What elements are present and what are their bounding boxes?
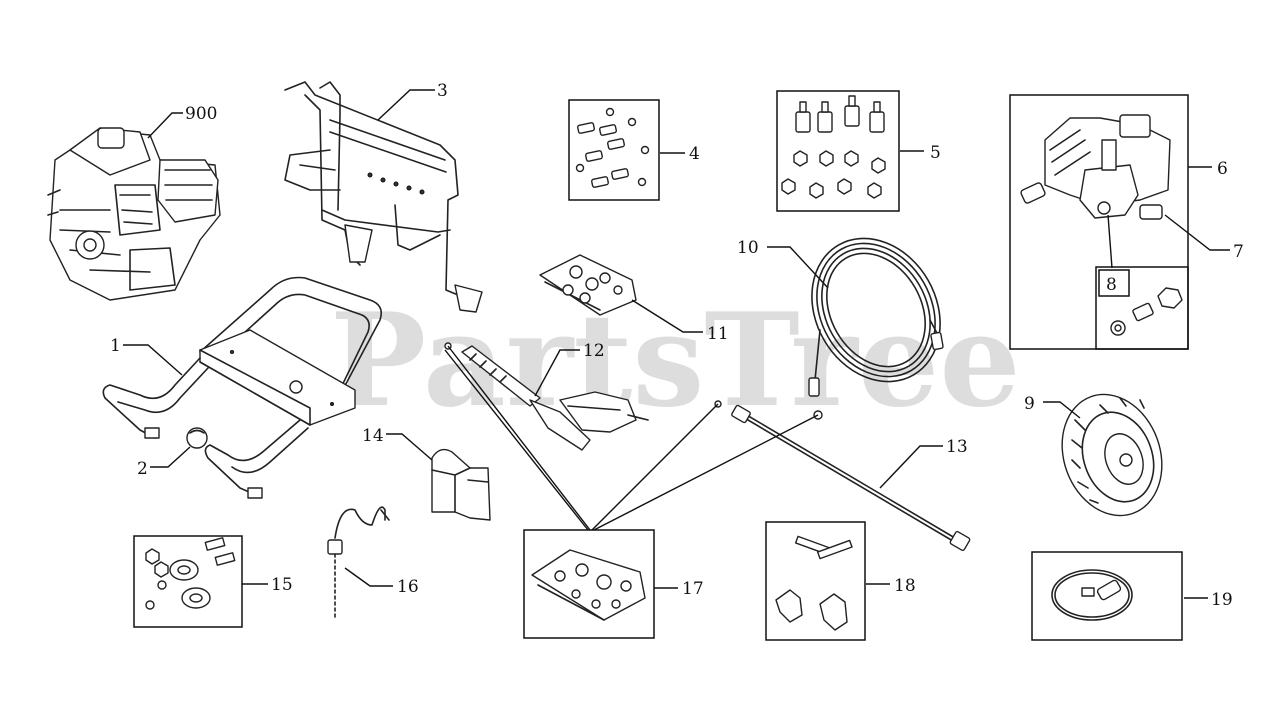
part-label-13[interactable]: 13 — [946, 437, 968, 457]
part-label-14[interactable]: 14 — [362, 426, 384, 446]
spray-gun-illustration[interactable] — [444, 342, 649, 451]
rubber-foot-illustration[interactable] — [186, 427, 208, 449]
handle-frame-illustration[interactable] — [284, 81, 483, 313]
watermark: PartsTree — [330, 286, 1021, 436]
part-label-12[interactable]: 12 — [583, 341, 605, 361]
part-label-9[interactable]: 9 — [1024, 394, 1035, 414]
engine-illustration[interactable] — [47, 127, 221, 301]
belt-kit-box[interactable] — [1031, 551, 1183, 641]
wheel-hardware-kit-box[interactable] — [133, 535, 243, 628]
knob-bolt-kit-box[interactable] — [765, 521, 866, 641]
part-label-10[interactable]: 10 — [737, 238, 759, 258]
part-label-4[interactable]: 4 — [689, 144, 700, 164]
part-label-6[interactable]: 6 — [1217, 159, 1228, 179]
isolator-nut-kit-box[interactable] — [776, 90, 900, 212]
part-label-1[interactable]: 1 — [110, 336, 121, 356]
cable-illustration[interactable] — [327, 506, 390, 619]
cart-frame-illustration[interactable] — [102, 276, 383, 499]
part-label-7[interactable]: 7 — [1233, 242, 1244, 262]
part-labels: 900 3 4 5 6 7 8 10 11 12 1 9 2 14 13 15 … — [110, 81, 1244, 610]
leader-lines — [123, 89, 1230, 599]
part-label-18[interactable]: 18 — [894, 576, 916, 596]
hose-illustration[interactable] — [787, 215, 966, 420]
part-label-16[interactable]: 16 — [397, 577, 419, 597]
pump-box[interactable] — [1009, 94, 1189, 350]
nozzle-kit-box[interactable] — [523, 529, 655, 639]
part-label-8[interactable]: 8 — [1106, 275, 1117, 295]
part-label-900[interactable]: 900 — [185, 104, 217, 124]
part-label-11[interactable]: 11 — [707, 324, 729, 344]
valve-kit-box[interactable] — [1095, 266, 1189, 350]
part-label-17[interactable]: 17 — [682, 579, 704, 599]
part-label-3[interactable]: 3 — [437, 81, 448, 101]
wheel-illustration[interactable] — [1046, 380, 1179, 529]
part-label-15[interactable]: 15 — [271, 575, 293, 595]
holder-bracket-illustration[interactable] — [431, 448, 491, 521]
part-label-2[interactable]: 2 — [137, 459, 148, 479]
part-label-5[interactable]: 5 — [930, 143, 941, 163]
gun-kit-illustration[interactable] — [539, 254, 637, 316]
bolt-kit-box[interactable] — [568, 99, 660, 201]
part-label-19[interactable]: 19 — [1211, 590, 1233, 610]
